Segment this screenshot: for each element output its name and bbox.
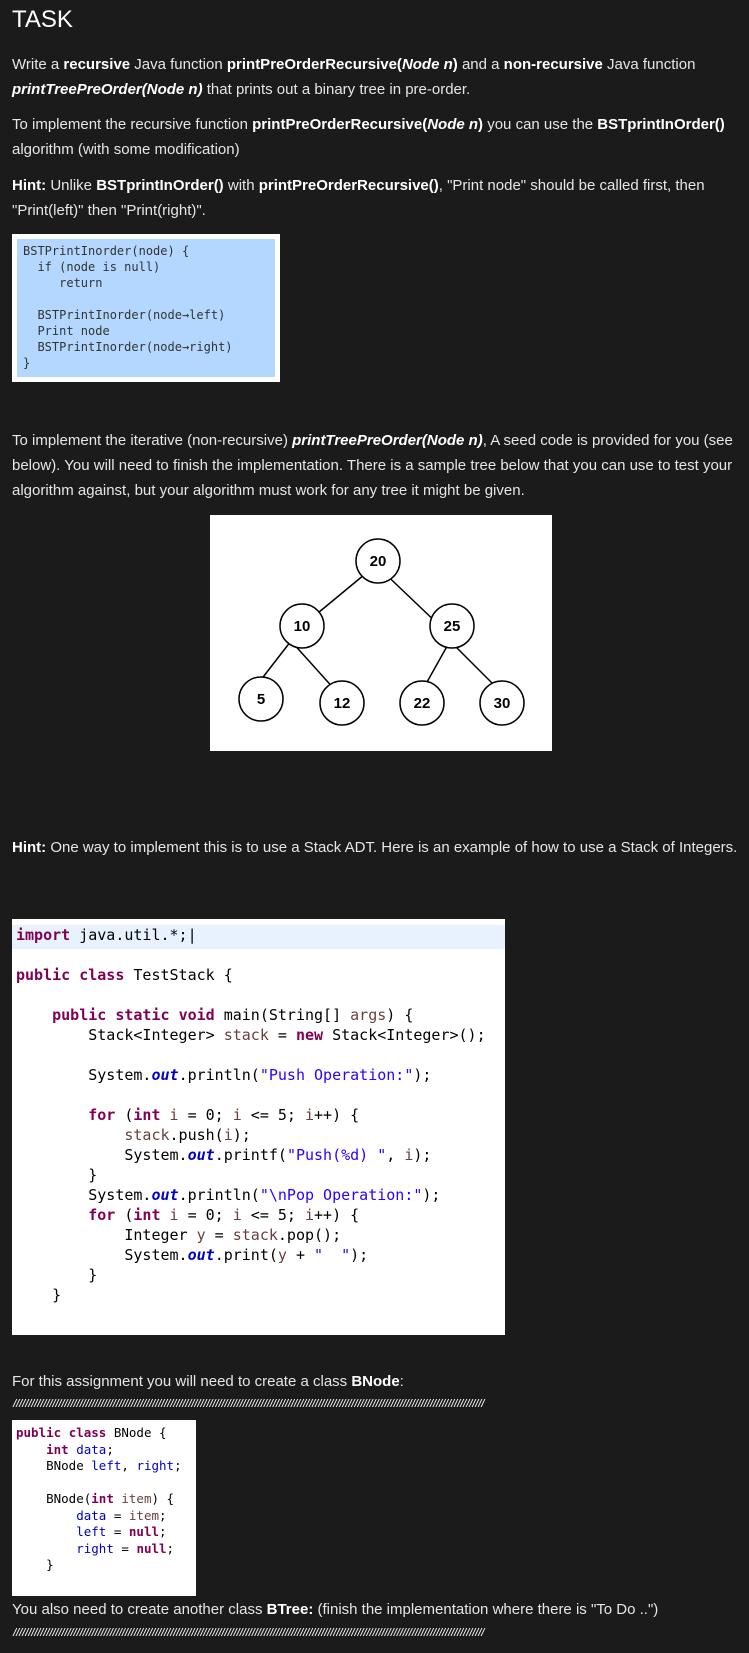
recursive-paragraph: To implement the recursive function prin… xyxy=(12,116,725,158)
tree-node-rr xyxy=(479,680,525,726)
highlighted-line xyxy=(12,925,505,949)
bnode-code-block: public class BNode { int data; BNode lef… xyxy=(12,1420,196,1596)
iterative-paragraph: To implement the iterative (non-recursiv… xyxy=(12,432,733,499)
intro-paragraph: Write a recursive Java function printPre… xyxy=(12,56,696,98)
bnode-closing-brace: } xyxy=(14,1575,22,1590)
bnode-paragraph: For this assignment you will need to cre… xyxy=(12,1373,404,1390)
task-heading: TASK xyxy=(12,6,73,33)
tree-label-lr: 12 xyxy=(334,695,351,712)
tree-label-l: 10 xyxy=(294,618,311,635)
pseudocode-box: BSTPrintInorder(node) { if (node is null… xyxy=(12,234,280,382)
tree-label-rl: 22 xyxy=(414,695,431,712)
sample-tree-diagram: 20 10 25 5 12 22 30 xyxy=(210,515,552,751)
tree-node-r xyxy=(429,603,475,649)
stack-code-block: import java.util.*;| public class TestSt… xyxy=(12,919,505,1335)
tree-node-lr xyxy=(319,680,365,726)
divider-slashes-2: ////////////////////////////////////////… xyxy=(12,1627,486,1638)
tree-node-root xyxy=(355,538,401,584)
stack-hint-paragraph: Hint: One way to implement this is to us… xyxy=(12,839,738,856)
divider-slashes: ////////////////////////////////////////… xyxy=(12,1398,486,1409)
stack-code: import java.util.*;| public class TestSt… xyxy=(16,926,486,1304)
tree-label-rr: 30 xyxy=(494,695,511,712)
class-closing-brace: } xyxy=(14,1306,24,1324)
tree-node-l xyxy=(279,603,325,649)
tree-node-ll xyxy=(238,676,284,722)
hint-paragraph: Hint: Unlike BSTprintInOrder() with prin… xyxy=(12,177,705,219)
tree-label-root: 20 xyxy=(370,553,387,570)
tree-node-rl xyxy=(399,680,445,726)
tree-label-ll: 5 xyxy=(257,691,265,708)
tree-label-r: 25 xyxy=(444,618,461,635)
pseudocode: BSTPrintInorder(node) { if (node is null… xyxy=(23,244,233,370)
bnode-code: public class BNode { int data; BNode lef… xyxy=(16,1425,182,1572)
btree-paragraph: You also need to create another class BT… xyxy=(12,1601,659,1618)
